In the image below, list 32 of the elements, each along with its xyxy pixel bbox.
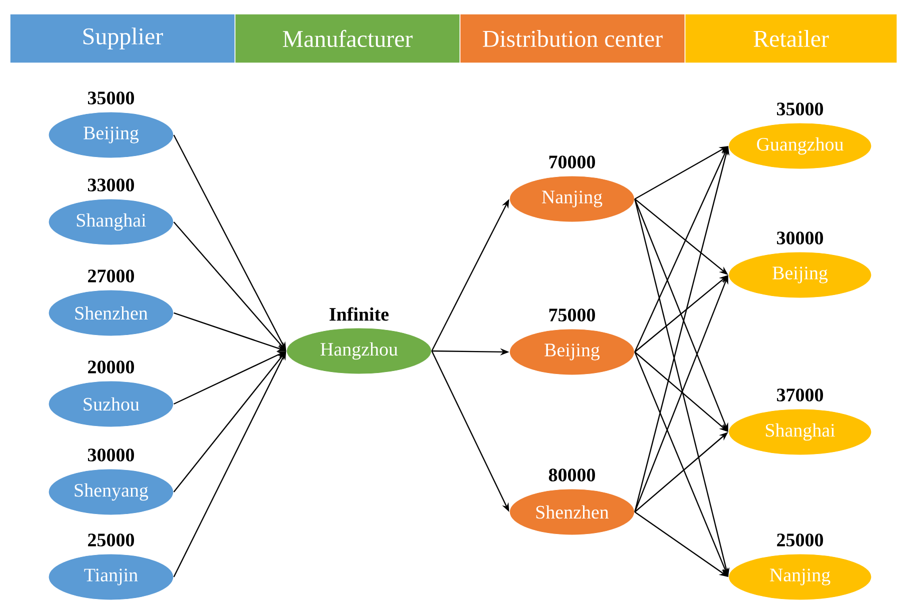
header-band: Supplier: [10, 14, 236, 64]
capacity-label: 27000: [88, 270, 134, 282]
header-band: Manufacturer: [234, 14, 460, 64]
ellipse-node: Shenzhen: [48, 290, 174, 336]
ellipse-node: Hangzhou: [286, 328, 432, 374]
header-band: Retailer: [684, 14, 897, 64]
ellipse-node: Shanghai: [728, 408, 872, 456]
ellipse-node: Nanjing: [728, 554, 872, 600]
ellipse-node: Shanghai: [48, 198, 174, 246]
capacity-label: Infinite: [330, 307, 389, 321]
capacity-label: 20000: [88, 360, 134, 374]
capacity-label: 35000: [776, 102, 824, 116]
capacity-label: 30000: [776, 232, 824, 244]
ellipse-node: Beijing: [509, 328, 635, 376]
capacity-label: 25000: [777, 534, 824, 546]
ellipse-node: Shenyang: [48, 468, 174, 516]
capacity-label: 70000: [549, 156, 596, 168]
capacity-label: 25000: [88, 534, 134, 546]
capacity-label: 30000: [88, 448, 134, 462]
ellipse-node: Nanjing: [509, 176, 635, 222]
capacity-label: 33000: [88, 178, 134, 192]
capacity-label: 80000: [548, 468, 596, 482]
ellipse-node: Shenzhen: [509, 488, 635, 536]
ellipse-node: Suzhou: [48, 380, 174, 428]
capacity-label: 35000: [88, 92, 134, 104]
ellipse-node: Beijing: [728, 252, 872, 298]
ellipse-node: Tianjin: [48, 554, 174, 600]
capacity-label: 37000: [776, 388, 824, 402]
capacity-label: 75000: [549, 308, 596, 322]
ellipse-node: Guangzhou: [728, 122, 872, 170]
header-band: Distribution center: [460, 14, 686, 64]
ellipse-node: Beijing: [48, 112, 174, 158]
